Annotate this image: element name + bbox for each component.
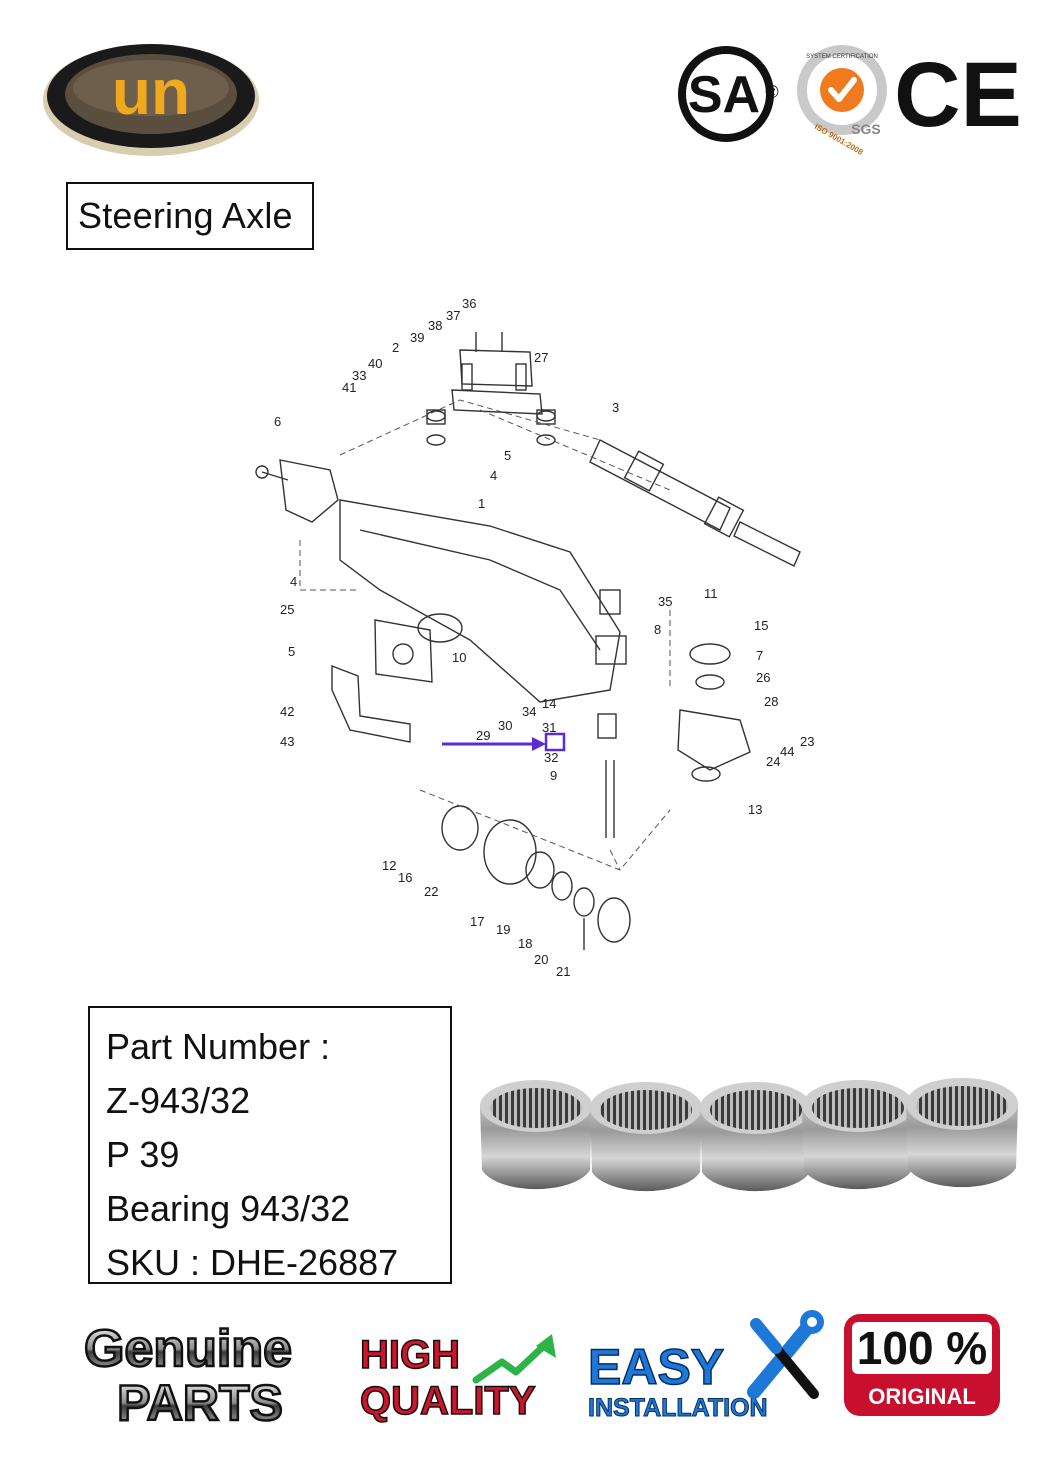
csa-certification-logo: SA ® xyxy=(678,46,779,142)
brand-logo: un xyxy=(43,44,259,156)
callout-label: 10 xyxy=(452,650,466,665)
callout-label: 25 xyxy=(280,602,294,617)
part-info-box: Part Number : Z-943/32 P 39 Bearing 943/… xyxy=(88,1006,452,1284)
callout-label: 15 xyxy=(754,618,768,633)
brand-logo-text: un xyxy=(112,56,190,128)
callout-label: 13 xyxy=(748,802,762,817)
callout-label: 19 xyxy=(496,922,510,937)
diagram-steering-knuckle-right xyxy=(677,709,751,771)
callout-label: 38 xyxy=(428,318,442,333)
section-title-box: Steering Axle xyxy=(66,182,314,250)
callout-label: 35 xyxy=(658,594,672,609)
callout-label: 18 xyxy=(518,936,532,951)
highlight-arrow-head xyxy=(532,737,546,751)
original-text: ORIGINAL xyxy=(868,1384,976,1409)
sgs-ring-text: SYSTEM CERTIFICATION xyxy=(806,54,878,60)
callout-label: 42 xyxy=(280,704,294,719)
bearing-item xyxy=(480,1080,592,1190)
diagram-top-bracket xyxy=(459,349,533,387)
callout-label: 11 xyxy=(704,586,718,601)
callout-label: 6 xyxy=(274,414,281,429)
bearing-item xyxy=(590,1082,702,1192)
callout-label: 2 xyxy=(392,340,399,355)
callout-label: 22 xyxy=(424,884,438,899)
installation-text: INSTALLATION xyxy=(588,1394,768,1422)
callout-label: 32 xyxy=(544,750,558,765)
bearing-item xyxy=(700,1082,812,1192)
sgs-label: SGS xyxy=(851,121,881,137)
callout-label: 5 xyxy=(504,448,511,463)
sgs-iso-certification-logo: SYSTEM CERTIFICATION ISO 9001:2008 SGS xyxy=(797,45,887,157)
callout-label: 28 xyxy=(764,694,778,709)
callout-label: 17 xyxy=(470,914,484,929)
steering-axle-exploded-diagram: 36 37 38 39 2 27 40 33 41 3 6 5 4 1 35 1… xyxy=(255,296,814,979)
callout-label: 26 xyxy=(756,670,770,685)
callout-label: 5 xyxy=(288,644,295,659)
easy-text: EASY xyxy=(588,1339,724,1395)
parts-text: PARTS xyxy=(117,1375,283,1431)
callout-label: 1 xyxy=(478,496,485,511)
trend-arrow-icon xyxy=(472,1338,552,1384)
part-description: Bearing 943/32 xyxy=(106,1188,351,1229)
genuine-text: Genuine xyxy=(84,1320,292,1378)
part-sku: SKU : DHE-26887 xyxy=(106,1242,399,1283)
callout-label: 21 xyxy=(556,964,570,979)
callout-label: 16 xyxy=(398,870,412,885)
highlight-part-box xyxy=(544,732,566,752)
bearings-product-photo xyxy=(480,1078,1018,1192)
callout-label: 23 xyxy=(800,734,814,749)
callout-label: 33 xyxy=(352,368,366,383)
callout-label: 20 xyxy=(534,952,548,967)
callout-label: 4 xyxy=(290,574,297,589)
section-title: Steering Axle xyxy=(78,195,293,236)
callout-label: 14 xyxy=(542,696,556,711)
callout-label: 40 xyxy=(368,356,382,371)
part-number-label: Part Number : xyxy=(106,1026,331,1067)
callout-label: 44 xyxy=(780,744,794,759)
callout-label: 4 xyxy=(490,468,497,483)
original-percent-text: 100 % xyxy=(857,1322,987,1374)
callout-label: 3 xyxy=(612,400,619,415)
callout-label: 27 xyxy=(534,350,548,365)
callout-label: 41 xyxy=(342,380,356,395)
callout-label: 36 xyxy=(462,296,476,311)
wrench-screwdriver-icon xyxy=(747,1310,824,1399)
callout-label: 7 xyxy=(756,648,763,663)
diagram-king-pin xyxy=(597,713,617,739)
callout-label: 31 xyxy=(542,720,556,735)
callout-label: 43 xyxy=(280,734,294,749)
callout-label: 37 xyxy=(446,308,460,323)
original-badge: 100 % ORIGINAL xyxy=(844,1314,1000,1416)
callout-label: 9 xyxy=(550,768,557,783)
callout-label: 30 xyxy=(498,718,512,733)
callout-label: 8 xyxy=(654,622,661,637)
bearing-item xyxy=(802,1080,914,1190)
csa-registered-mark: ® xyxy=(765,82,778,102)
diagram-axle-beam xyxy=(339,499,621,703)
callout-label: 34 xyxy=(522,704,536,719)
callout-label: 12 xyxy=(382,858,396,873)
high-quality-badge: HIGH QUALITY xyxy=(359,1332,556,1424)
quality-text: QUALITY xyxy=(360,1379,536,1423)
callout-label: 29 xyxy=(476,728,490,743)
callout-label: 39 xyxy=(410,330,424,345)
easy-installation-badge: EASY INSTALLATION xyxy=(587,1310,824,1423)
callout-label: 24 xyxy=(766,754,780,769)
part-page-ref: P 39 xyxy=(106,1134,180,1175)
genuine-parts-badge: Genuine PARTS xyxy=(83,1319,294,1433)
high-text: HIGH xyxy=(360,1333,460,1377)
csa-text: SA xyxy=(688,66,760,124)
ce-text: CE xyxy=(894,44,1022,146)
part-number-value: Z-943/32 xyxy=(106,1080,251,1121)
diagram-steering-cylinder xyxy=(589,439,731,531)
diagram-steering-knuckle-left xyxy=(279,459,339,523)
bearing-item xyxy=(906,1078,1018,1188)
ce-mark-logo: CE xyxy=(894,44,1022,146)
